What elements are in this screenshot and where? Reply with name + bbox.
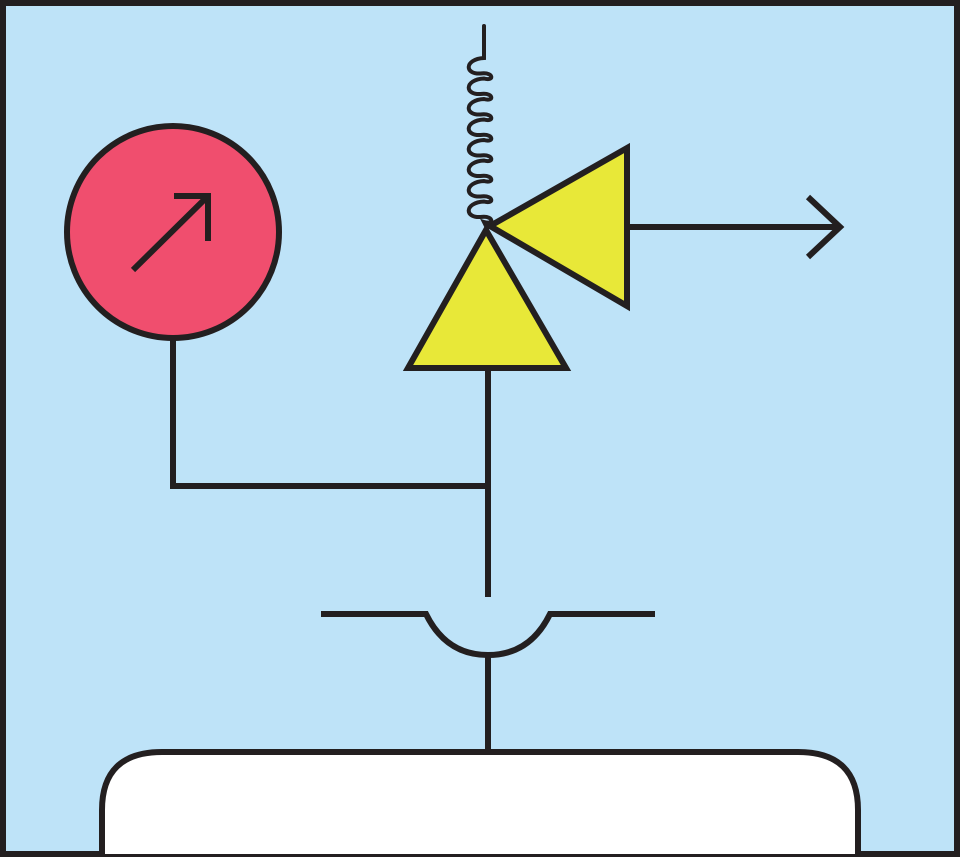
arrow-right-icon [627, 194, 845, 260]
arrow-up-right-icon [130, 193, 211, 273]
base-block [99, 749, 861, 857]
spring-coil-path [466, 24, 494, 230]
sensor-wire [170, 338, 488, 489]
socket-cup [321, 611, 655, 659]
coil-spring-icon [466, 24, 494, 230]
lower-triangle [402, 223, 572, 371]
